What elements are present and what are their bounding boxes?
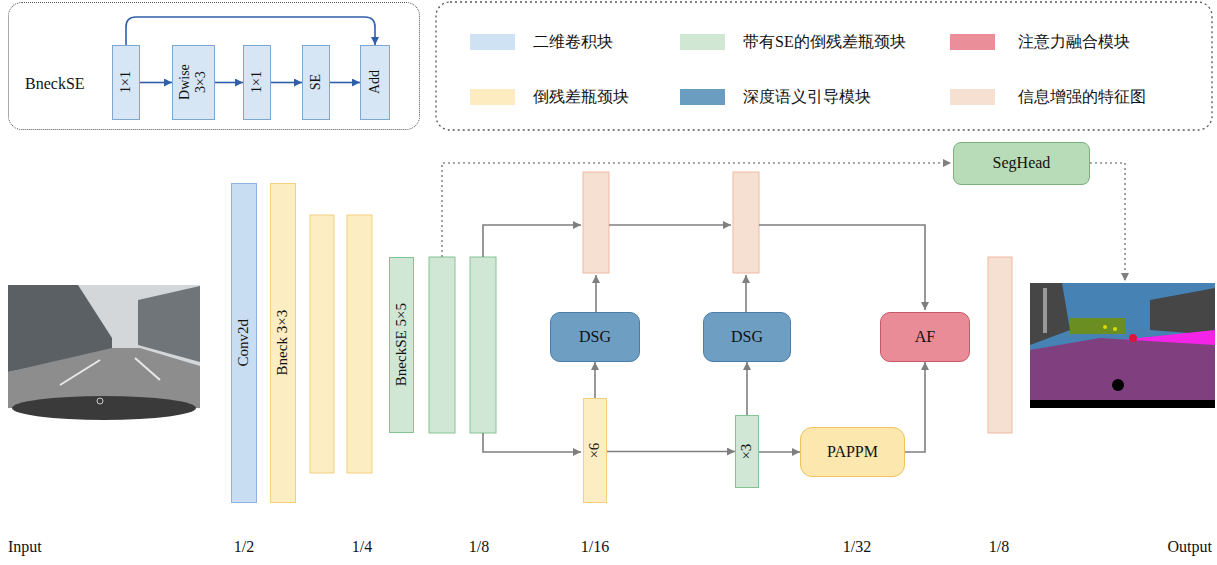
bneckse-bar [470, 257, 496, 433]
vegetation-class [1070, 318, 1125, 334]
conv-1x1-block: 1×1 [112, 45, 140, 120]
connector-arrow [126, 17, 375, 45]
se-block: SE [302, 45, 330, 120]
bneck-bar [310, 215, 334, 473]
connector-arrow [759, 451, 800, 453]
scale-label: 1/8 [989, 538, 1009, 556]
connector-arrow [594, 362, 596, 398]
legend-text: 二维卷积块 [533, 33, 613, 51]
building-class [1030, 283, 1070, 345]
connector-arrow [607, 451, 735, 453]
flow-arrow [483, 433, 581, 452]
feature-map-bar [988, 257, 1012, 433]
sign-class [1113, 327, 1117, 331]
flow-arrow [595, 275, 597, 312]
seghead-box: SegHead [953, 142, 1090, 185]
legend-swatch [950, 34, 995, 50]
scale-label: Output [1168, 538, 1212, 556]
node-label: PAPPM [827, 443, 878, 461]
bneck-bar [347, 215, 372, 473]
scale-label: Input [8, 538, 42, 556]
legend-text: 深度语义引导模块 [743, 88, 871, 106]
feature-map-bar [733, 172, 759, 273]
scale-label: 1/8 [469, 538, 489, 556]
legend-text: 倒残差瓶颈块 [533, 88, 629, 106]
flow-arrow [483, 225, 581, 257]
pole-class [1043, 288, 1047, 333]
dsg-box: DSG [550, 312, 640, 362]
repeat-bar: ×3 [735, 415, 759, 488]
person-class [1129, 334, 1137, 342]
flow-arrow [759, 225, 925, 310]
node-label: Conv2d [235, 319, 252, 367]
node-label: Bneck 3×3 [274, 310, 291, 376]
legend-text: 注意力融合模块 [1018, 33, 1130, 51]
legend-swatch [470, 89, 515, 105]
node-label: ×3 [738, 444, 755, 460]
legend-text: 带有SE的倒残差瓶颈块 [743, 33, 906, 51]
node-label: BneckSE [25, 75, 85, 93]
node-label: ×6 [586, 443, 603, 459]
road-class [1030, 338, 1215, 408]
node-label: BneckSE 5×5 [393, 303, 410, 386]
car-logo [97, 398, 103, 404]
conv-1x1-block: 1×1 [243, 45, 271, 120]
connector-arrow [746, 362, 748, 415]
lane-mark [60, 360, 100, 385]
scale-label: 1/4 [352, 538, 372, 556]
legend-swatch [950, 89, 995, 105]
lane-mark [135, 358, 160, 380]
node-label: Dwise 3×3 [177, 62, 209, 103]
bneckse-bar [429, 257, 455, 433]
depthwise-block: Dwise 3×3 [172, 45, 215, 120]
flow-arrow [609, 224, 731, 226]
sky-class [1030, 283, 1215, 408]
scale-label: 1/16 [581, 538, 609, 556]
bneck-bar: Bneck 3×3 [270, 183, 296, 503]
ego-vehicle-class [1030, 400, 1215, 408]
flow-arrow [745, 275, 747, 312]
af-box: AF [880, 312, 970, 362]
conv2d-bar: Conv2d [231, 183, 257, 503]
bneckse-bar: BneckSE 5×5 [389, 257, 414, 433]
input-photo [8, 285, 200, 420]
building-class [1150, 288, 1215, 335]
node-label: DSG [579, 328, 611, 346]
node-label: 1×1 [118, 72, 134, 94]
legend-frame [436, 2, 1212, 130]
connector-arrow [905, 362, 925, 452]
node-label: 1×1 [249, 72, 265, 94]
legend-text: 信息增强的特征图 [1018, 88, 1146, 106]
output-segmentation [1030, 283, 1215, 408]
legend-swatch [680, 89, 725, 105]
node-label: Add [367, 70, 383, 94]
dotted-arrow [442, 163, 951, 257]
node-label: SegHead [993, 154, 1051, 172]
legend-swatch [470, 34, 515, 50]
sign-class [1103, 325, 1107, 329]
dsg-box: DSG [703, 312, 791, 362]
node-label: DSG [731, 328, 763, 346]
ego-vehicle-class [1112, 379, 1124, 391]
dotted-arrow [1090, 163, 1125, 281]
scale-label: 1/2 [234, 538, 254, 556]
module-frame: BneckSE 1×1 Dwise 3×3 1×1 SE Add [8, 2, 420, 130]
node-label: SE [308, 74, 324, 90]
connector-arrow [330, 82, 360, 84]
pappm-box: PAPPM [800, 427, 905, 477]
car-hood [12, 396, 196, 420]
repeat-bar: ×6 [583, 398, 607, 503]
legend-swatch [680, 34, 725, 50]
connector-arrow [215, 82, 243, 84]
connector-arrow [140, 82, 172, 84]
add-block: Add [360, 45, 390, 120]
feature-map-bar [583, 172, 609, 273]
node-label: AF [915, 328, 935, 346]
scale-label: 1/32 [843, 538, 871, 556]
sky [8, 285, 200, 408]
connector-arrow [271, 82, 302, 84]
